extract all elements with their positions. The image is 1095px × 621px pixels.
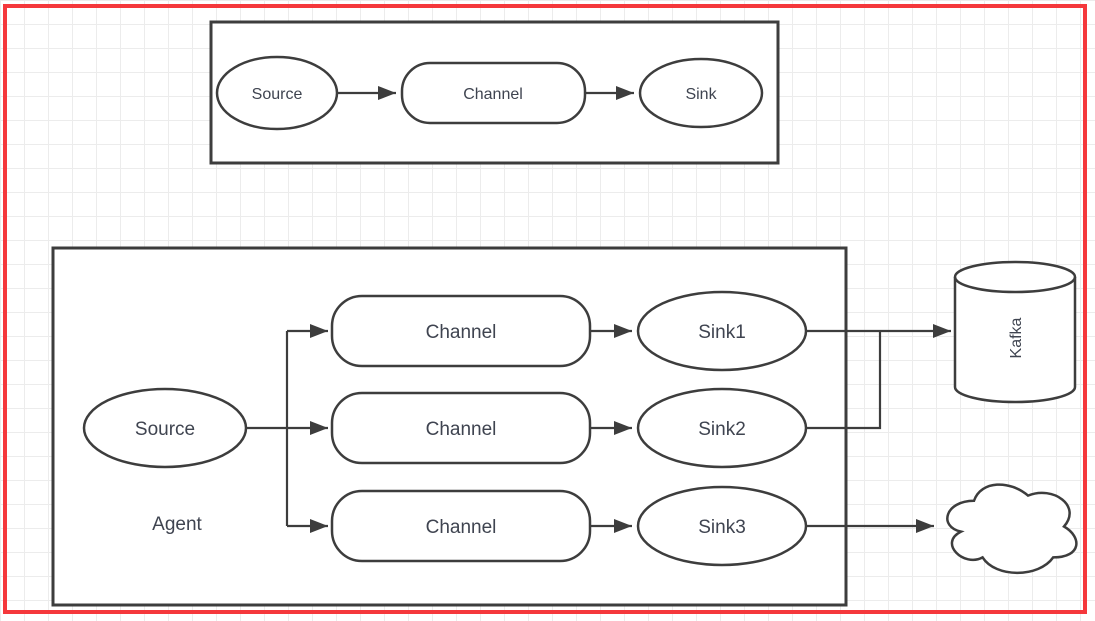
agent-channel2-label: Channel xyxy=(426,419,497,440)
top-flow-group: Source Channel Sink xyxy=(209,20,780,165)
agent-channel2-box xyxy=(330,391,592,465)
red-frame xyxy=(3,4,1087,614)
agent-channel1-box xyxy=(330,294,592,368)
agent-channel1-label: Channel xyxy=(426,322,497,343)
agent-sink1-label: Sink1 xyxy=(698,322,746,343)
kafka-label: Kafka xyxy=(1008,317,1025,358)
kafka-cylinder-rim xyxy=(953,276,1077,294)
edge-sink2-join xyxy=(806,331,882,430)
agent-source-label: Source xyxy=(135,419,195,440)
external-group: Kafka xyxy=(806,260,1078,575)
top-sink-label: Sink xyxy=(685,86,717,103)
kafka-cylinder-icon xyxy=(953,260,1077,404)
agent-channel3-box xyxy=(330,489,592,563)
agent-sink2-label: Sink2 xyxy=(698,419,746,440)
agent-source-ellipse xyxy=(82,387,248,469)
top-source-label: Source xyxy=(252,86,303,103)
top-source-ellipse xyxy=(215,55,339,131)
agent-group: Source Agent Channel Channel Channel Sin… xyxy=(51,246,848,607)
agent-label: Agent xyxy=(152,514,202,535)
top-sink-ellipse xyxy=(638,57,764,129)
top-channel-label: Channel xyxy=(463,86,523,103)
cloud-icon xyxy=(946,483,1078,575)
top-channel-box xyxy=(400,61,587,125)
agent-sink3-label: Sink3 xyxy=(698,517,746,538)
agent-channel3-label: Channel xyxy=(426,517,497,538)
